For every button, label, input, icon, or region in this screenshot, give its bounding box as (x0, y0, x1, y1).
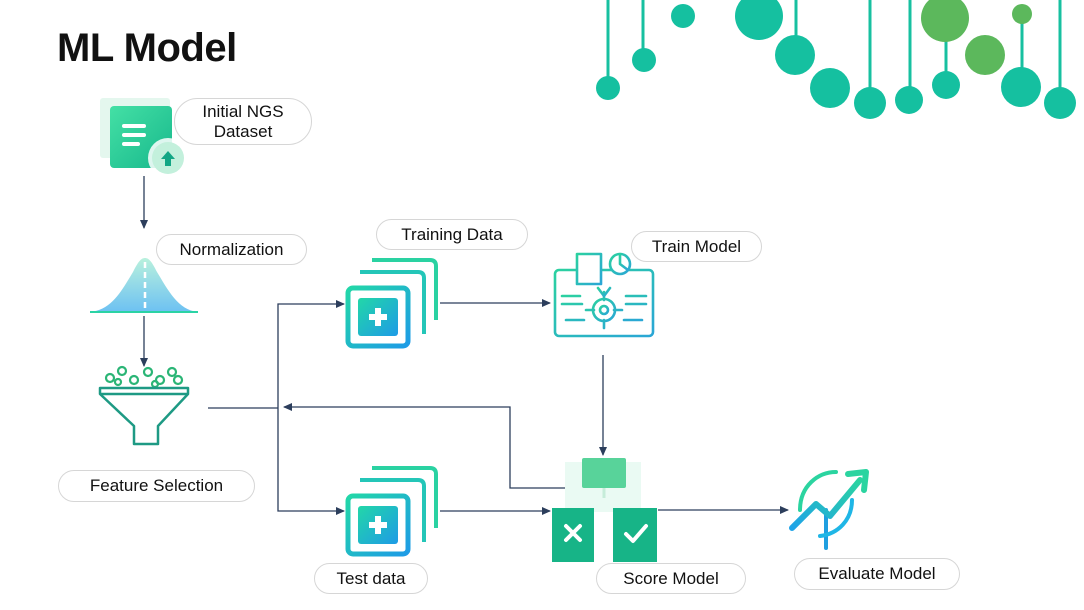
reject-accept-icon (552, 458, 657, 562)
page-title: ML Model (57, 26, 237, 70)
connectors (140, 176, 789, 515)
trend-chart-icon (789, 469, 869, 550)
arrow-to-training-data (277, 300, 345, 408)
stacked-cards-plus-icon (345, 258, 438, 349)
arrow-to-test-data (277, 408, 345, 515)
bell-curve-icon (90, 252, 198, 313)
decorative-pins (596, 0, 1076, 119)
stacked-cards-plus-icon (345, 466, 438, 557)
monitor-gear-icon (553, 252, 655, 353)
funnel-icon (98, 365, 190, 446)
label-normalization: Normalization (156, 234, 307, 265)
label-evaluate-model: Evaluate Model (794, 558, 960, 590)
label-train-model: Train Model (631, 231, 762, 262)
arrow-feedback-loop (283, 403, 578, 489)
label-test-data: Test data (314, 563, 428, 594)
label-feature-selection: Feature Selection (58, 470, 255, 502)
label-initial-dataset: Initial NGS Dataset (174, 98, 312, 145)
document-upload-icon (100, 98, 188, 178)
label-training-data: Training Data (376, 219, 528, 250)
label-score-model: Score Model (596, 563, 746, 594)
